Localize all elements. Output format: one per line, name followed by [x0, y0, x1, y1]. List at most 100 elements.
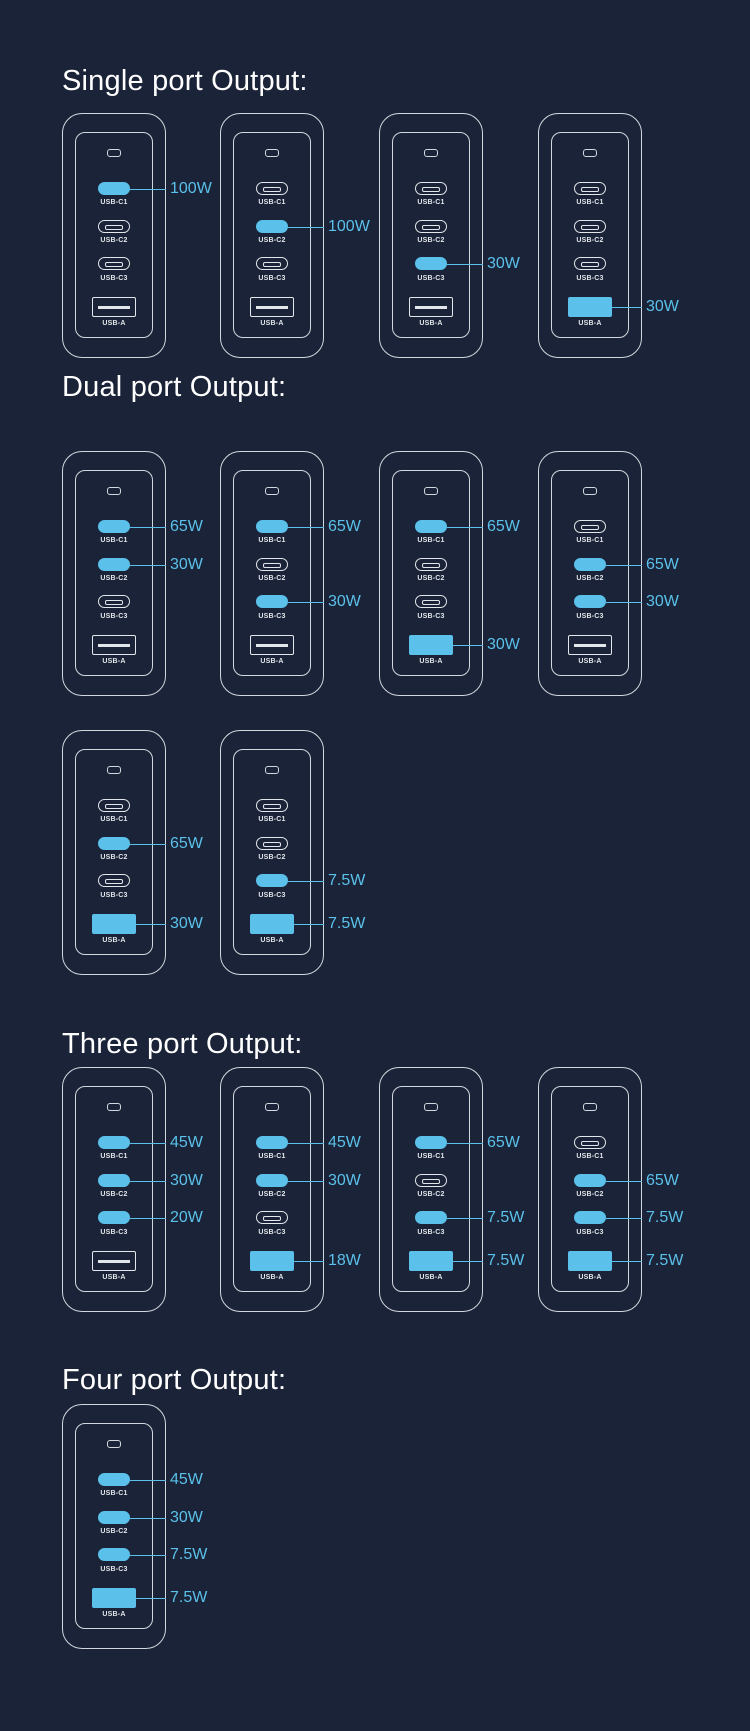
usb-a-port-icon	[250, 635, 294, 655]
leader-line	[136, 1598, 166, 1599]
charger-body	[220, 451, 324, 696]
charger-face-panel	[75, 1086, 153, 1292]
charger-body	[379, 113, 483, 358]
leader-line	[130, 844, 166, 845]
charger-body	[220, 1067, 324, 1312]
port-label: USB-C1	[576, 199, 604, 206]
indicator-light-icon	[265, 149, 279, 157]
port-label: USB-A	[102, 1611, 126, 1618]
wattage-label: 18W	[328, 1252, 361, 1269]
leader-line	[453, 1261, 483, 1262]
wattage-label: 7.5W	[646, 1209, 684, 1226]
charger-face-panel	[233, 1086, 311, 1292]
leader-line	[130, 1143, 166, 1144]
usb-a-port-icon	[568, 297, 612, 317]
usb-c3-port-icon	[574, 595, 606, 608]
usb-a-port-icon	[250, 297, 294, 317]
charger-face-panel	[233, 470, 311, 676]
usb-a-port-icon	[92, 297, 136, 317]
wattage-label: 30W	[646, 298, 679, 315]
usb-c3-port-icon	[256, 257, 288, 270]
port-label: USB-C3	[417, 275, 445, 282]
usb-c3-port-icon	[98, 257, 130, 270]
port-label: USB-C3	[258, 1229, 286, 1236]
port-label: USB-C2	[576, 237, 604, 244]
leader-line	[288, 1181, 324, 1182]
usb-c2-port-icon	[256, 837, 288, 850]
charger-body	[220, 113, 324, 358]
usb-a-port-icon	[92, 914, 136, 934]
wattage-label: 100W	[170, 180, 212, 197]
indicator-light-icon	[107, 149, 121, 157]
usb-c3-port-icon	[256, 595, 288, 608]
wattage-label: 65W	[328, 518, 361, 535]
port-label: USB-C1	[100, 199, 128, 206]
port-label: USB-C2	[100, 237, 128, 244]
usb-c2-port-icon	[98, 1174, 130, 1187]
leader-line	[130, 1480, 166, 1481]
charger-face-panel	[392, 1086, 470, 1292]
usb-c3-port-icon	[98, 874, 130, 887]
leader-line	[447, 1143, 483, 1144]
indicator-light-icon	[583, 1103, 597, 1111]
charger-body	[379, 451, 483, 696]
usb-c2-port-icon	[98, 1511, 130, 1524]
charger-body	[62, 1067, 166, 1312]
indicator-light-icon	[107, 487, 121, 495]
port-label: USB-C3	[100, 1566, 128, 1573]
usb-c3-port-icon	[98, 1211, 130, 1224]
port-label: USB-C3	[258, 275, 286, 282]
wattage-label: 30W	[170, 915, 203, 932]
usb-c2-port-icon	[256, 1174, 288, 1187]
usb-c3-port-icon	[574, 1211, 606, 1224]
charger-face-panel	[551, 132, 629, 338]
usb-c1-port-icon	[256, 520, 288, 533]
port-label: USB-C3	[100, 1229, 128, 1236]
port-label: USB-C3	[100, 275, 128, 282]
port-label: USB-C2	[576, 575, 604, 582]
dual-port-output-title: Dual port Output:	[62, 371, 287, 403]
port-label: USB-A	[419, 1274, 443, 1281]
port-label: USB-C1	[258, 816, 286, 823]
leader-line	[294, 924, 324, 925]
port-label: USB-C3	[417, 1229, 445, 1236]
charger-face-panel	[75, 1423, 153, 1629]
leader-line	[606, 602, 642, 603]
usb-a-port-icon	[568, 635, 612, 655]
usb-a-port-icon	[409, 297, 453, 317]
leader-line	[288, 227, 324, 228]
port-label: USB-C3	[417, 613, 445, 620]
port-label: USB-C1	[417, 537, 445, 544]
charger-body	[62, 730, 166, 975]
port-label: USB-C2	[417, 575, 445, 582]
charger-body	[538, 1067, 642, 1312]
indicator-light-icon	[424, 149, 438, 157]
wattage-label: 30W	[487, 636, 520, 653]
wattage-label: 30W	[170, 1509, 203, 1526]
wattage-label: 30W	[487, 255, 520, 272]
leader-line	[294, 1261, 324, 1262]
port-label: USB-A	[102, 320, 126, 327]
usb-c2-port-icon	[415, 220, 447, 233]
port-label: USB-C2	[258, 575, 286, 582]
usb-c1-port-icon	[574, 1136, 606, 1149]
port-label: USB-C2	[258, 1191, 286, 1198]
usb-a-port-icon	[250, 1251, 294, 1271]
charger-face-panel	[551, 470, 629, 676]
usb-c1-port-icon	[574, 182, 606, 195]
charger-body	[62, 451, 166, 696]
charger-body	[220, 730, 324, 975]
usb-c1-port-icon	[98, 1473, 130, 1486]
usb-a-port-icon	[409, 635, 453, 655]
wattage-label: 65W	[646, 1172, 679, 1189]
usb-c1-port-icon	[98, 182, 130, 195]
port-label: USB-C2	[100, 1528, 128, 1535]
usb-c1-port-icon	[98, 1136, 130, 1149]
indicator-light-icon	[583, 487, 597, 495]
